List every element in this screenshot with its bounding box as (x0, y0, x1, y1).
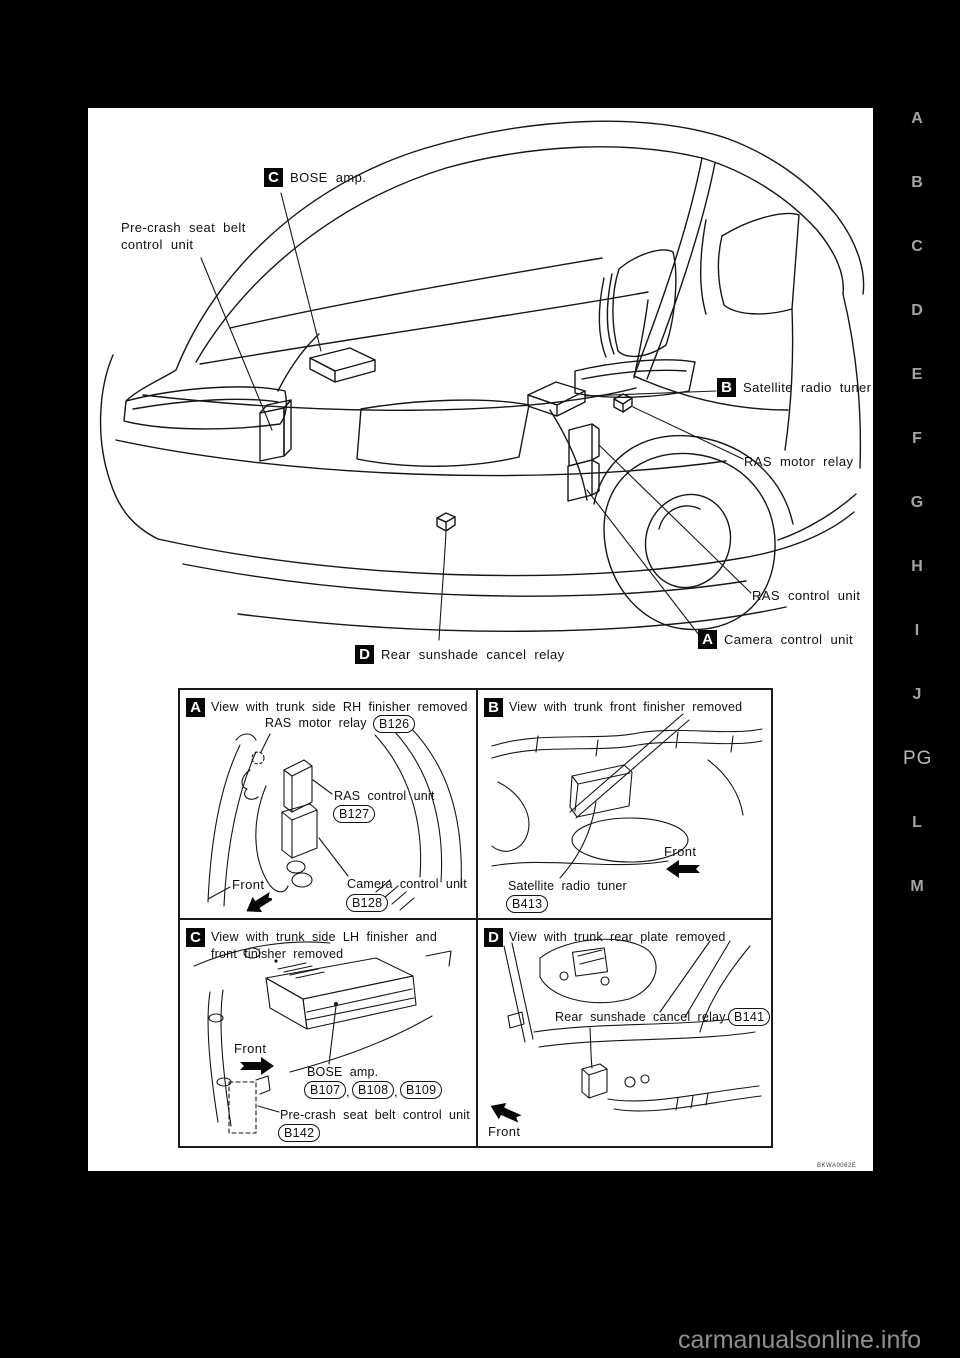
panel-d-badge: D (484, 928, 503, 947)
trunk-rear-plate-illustration (503, 938, 762, 1112)
section-letter-c: C (911, 238, 923, 255)
connector-comma-2: , (394, 1084, 398, 1099)
label-rear-sunshade-cancel-relay: Rear sunshade cancel relay (381, 647, 565, 662)
panel-b-title: View with trunk front finisher removed (509, 700, 743, 714)
panel-a-front-arrow-icon (246, 892, 272, 913)
panel-b-front-arrow-icon (666, 860, 700, 878)
trunk-side-lh-illustration (193, 941, 452, 1134)
panel-d-title: View with trunk rear plate removed (509, 930, 726, 944)
panel-c-precrash-label: Pre-crash seat belt control unit (280, 1108, 470, 1122)
panel-c-front-label: Front (234, 1041, 267, 1056)
section-letter-i: I (914, 622, 920, 639)
panel-c-badge: C (186, 928, 205, 947)
panel-b-front-label: Front (664, 844, 697, 859)
connector-b128: B128 (346, 894, 389, 912)
panel-a-camera-label: Camera control unit (347, 877, 467, 891)
section-letter-pg-current: PG (903, 748, 933, 769)
connector-b141: B141 (728, 1008, 771, 1026)
panel-view-c: C View with trunk side LH finisher and f… (180, 918, 476, 1146)
panel-a-front-label: Front (232, 877, 265, 892)
panel-b-tuner-label: Satellite radio tuner (508, 879, 627, 893)
badge-a: A (698, 630, 717, 649)
label-camera-control-unit: Camera control unit (724, 632, 854, 647)
badge-c: C (264, 168, 283, 187)
section-letter-e: E (911, 366, 923, 383)
panel-b-badge: B (484, 698, 503, 717)
panel-d-front-arrow-icon (490, 1102, 522, 1123)
badge-b: B (717, 378, 736, 397)
section-letter-f: F (912, 430, 922, 447)
connector-b108: B108 (352, 1081, 395, 1099)
trunk-side-rh-illustration (207, 727, 462, 911)
label-precrash-line1: Pre-crash seat belt (121, 220, 246, 235)
label-satellite-radio-tuner: Satellite radio tuner (743, 380, 872, 395)
panel-c-front-arrow-icon (240, 1057, 274, 1075)
panel-a-title: View with trunk side RH finisher removed (211, 700, 468, 714)
connector-b107: B107 (304, 1081, 347, 1099)
watermark-carmanualsonline: carmanualsonline.info (678, 1326, 922, 1354)
section-letter-a: A (911, 110, 923, 127)
panel-a-badge: A (186, 698, 205, 717)
connector-b142: B142 (278, 1124, 321, 1142)
panel-view-b: B View with trunk front finisher removed… (476, 690, 773, 918)
panel-view-d: D View with trunk rear plate removed Rea… (476, 918, 773, 1146)
connector-b127: B127 (333, 805, 376, 823)
panel-c-title-line2: front finisher removed (211, 947, 344, 961)
panel-a-ras-control-label: RAS control unit (334, 789, 435, 803)
section-letter-m: M (910, 878, 924, 895)
trunk-front-illustration (491, 713, 763, 879)
panel-d-sunshade-label: Rear sunshade cancel relay (555, 1010, 726, 1024)
section-letter-b: B (911, 174, 923, 191)
connector-b109: B109 (400, 1081, 443, 1099)
section-letter-h: H (911, 558, 923, 575)
panel-d-front-label: Front (488, 1124, 521, 1139)
car-rear-location-illustration (99, 120, 865, 641)
connector-b126: B126 (373, 715, 416, 733)
panel-c-title-line1: View with trunk side LH finisher and (211, 930, 437, 944)
label-ras-motor-relay: RAS motor relay (744, 454, 854, 469)
connector-comma-1: , (346, 1084, 350, 1099)
panel-a-ras-motor-label: RAS motor relay (265, 716, 367, 730)
section-letter-d: D (911, 302, 923, 319)
document-page: C BOSE amp. Pre-crash seat belt control … (88, 108, 873, 1171)
badge-d: D (355, 645, 374, 664)
label-bose-amp: BOSE amp. (290, 170, 367, 185)
figure-code: BKWA0062E (817, 1163, 857, 1169)
label-ras-control-unit: RAS control unit (752, 588, 861, 603)
section-letter-l: L (912, 814, 922, 831)
connector-b413: B413 (506, 895, 549, 913)
label-precrash-line2: control unit (121, 237, 194, 252)
panel-c-bose-label: BOSE amp. (307, 1065, 379, 1079)
panel-view-a: A View with trunk side RH finisher remov… (180, 690, 476, 918)
section-letter-j: J (912, 686, 922, 703)
section-letter-g: G (910, 494, 924, 511)
leader-lines (200, 192, 752, 641)
detail-views-grid: A View with trunk side RH finisher remov… (178, 688, 773, 1148)
